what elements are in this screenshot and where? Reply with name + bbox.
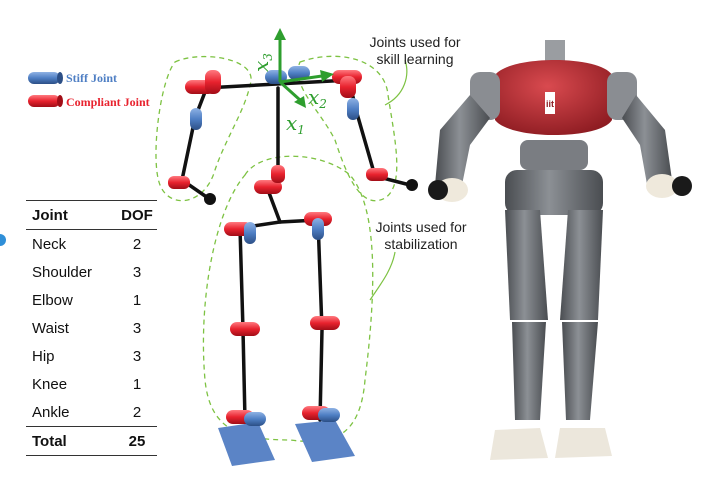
robot-logo-text: iit bbox=[546, 99, 554, 109]
left-arm-region bbox=[155, 55, 252, 202]
left-foot bbox=[218, 422, 275, 466]
legend: Stiff Joint Compliant Joint bbox=[28, 71, 150, 109]
row-dof: 3 bbox=[132, 319, 142, 337]
skill-learning-annotation: Joints used for skill learning bbox=[355, 34, 475, 68]
row-dof: 2 bbox=[132, 235, 142, 253]
table-row: Elbow 1 bbox=[26, 286, 157, 314]
left-knee-joint bbox=[230, 322, 260, 336]
joints bbox=[168, 66, 388, 426]
total-label: Total bbox=[26, 426, 117, 456]
table-row: Ankle 2 bbox=[26, 398, 157, 427]
row-joint: Ankle bbox=[32, 403, 70, 421]
dof-table-header: Joint DOF bbox=[26, 200, 157, 230]
row-dof: 3 bbox=[132, 347, 142, 365]
row-dof: 2 bbox=[132, 403, 142, 421]
waist-joint bbox=[254, 180, 282, 194]
total-value: 25 bbox=[117, 426, 157, 456]
robot-photo: iit bbox=[428, 40, 692, 460]
neck-joint-stiff bbox=[288, 66, 310, 80]
left-hand-end bbox=[204, 193, 216, 205]
right-arm-region bbox=[297, 55, 398, 202]
robot-right-hand bbox=[646, 174, 678, 198]
legend-compliant-icon bbox=[28, 95, 63, 107]
legend-stiff-label: Stiff Joint bbox=[66, 71, 117, 85]
left-ankle-joint bbox=[244, 412, 266, 426]
stabilization-leader-line bbox=[369, 251, 396, 301]
table-row: Knee 1 bbox=[26, 370, 157, 398]
table-row: Neck 2 bbox=[26, 230, 157, 259]
axis-x1-label: x1 bbox=[286, 111, 305, 137]
left-hip-joint bbox=[244, 222, 256, 244]
stabilization-line2: stabilization bbox=[384, 236, 458, 252]
coordinate-frame bbox=[274, 28, 334, 108]
robot-left-shin bbox=[512, 322, 546, 420]
edge-marker bbox=[0, 234, 6, 246]
right-ankle-joint bbox=[318, 408, 340, 422]
robot-left-foot bbox=[490, 428, 548, 460]
stabilization-annotation: Joints used for stabilization bbox=[366, 219, 476, 253]
robot-left-fingertip bbox=[428, 180, 448, 200]
table-row: Waist 3 bbox=[26, 314, 157, 342]
robot-right-shin bbox=[562, 322, 598, 420]
robot-waist bbox=[520, 140, 588, 170]
left-shoulder-joint bbox=[205, 70, 221, 94]
legend-stiff-icon bbox=[28, 72, 63, 84]
skill-learning-line1: Joints used for bbox=[369, 34, 461, 50]
skill-leader-line bbox=[384, 59, 408, 106]
axis-x3-label: x3 bbox=[249, 53, 275, 72]
legend-compliant-label: Compliant Joint bbox=[66, 95, 150, 109]
row-joint: Waist bbox=[32, 319, 69, 337]
table-row: Hip 3 bbox=[26, 342, 157, 370]
robot-left-arm bbox=[435, 95, 490, 195]
robot-left-thigh bbox=[505, 210, 548, 320]
right-knee-joint bbox=[310, 316, 340, 330]
robot-right-thigh bbox=[560, 210, 603, 320]
right-shoulder-joint bbox=[340, 76, 356, 98]
right-upper-arm-joint bbox=[347, 98, 359, 120]
table-total-row: Total 25 bbox=[26, 426, 157, 456]
robot-right-arm bbox=[622, 95, 672, 190]
row-dof: 1 bbox=[132, 291, 142, 309]
right-hip-joint bbox=[312, 218, 324, 240]
robot-neck bbox=[545, 40, 565, 62]
skill-learning-region bbox=[155, 55, 398, 202]
row-joint: Elbow bbox=[32, 291, 73, 309]
axis-x2-label: x2 bbox=[308, 85, 327, 111]
stabilization-line1: Joints used for bbox=[375, 219, 467, 235]
skill-learning-line2: skill learning bbox=[376, 51, 454, 67]
right-foot bbox=[295, 420, 355, 462]
row-dof: 3 bbox=[132, 263, 142, 281]
left-upper-arm-joint bbox=[190, 108, 202, 130]
row-joint: Knee bbox=[32, 375, 68, 393]
left-elbow-joint bbox=[168, 176, 190, 189]
header-joint: Joint bbox=[26, 200, 117, 230]
right-elbow-joint bbox=[366, 168, 388, 181]
right-hand-end bbox=[406, 179, 418, 191]
robot-pelvis bbox=[505, 170, 603, 215]
robot-right-foot bbox=[555, 428, 612, 458]
row-joint: Hip bbox=[32, 347, 55, 365]
header-dof: DOF bbox=[117, 200, 157, 230]
stabilization-region bbox=[202, 155, 374, 443]
row-joint: Neck bbox=[32, 235, 67, 253]
robot-logo bbox=[545, 92, 555, 114]
table-row: Shoulder 3 bbox=[26, 258, 157, 286]
row-joint: Shoulder bbox=[32, 263, 93, 281]
robot-right-fingertip bbox=[672, 176, 692, 196]
waist-joint bbox=[271, 165, 285, 183]
row-dof: 1 bbox=[132, 375, 142, 393]
